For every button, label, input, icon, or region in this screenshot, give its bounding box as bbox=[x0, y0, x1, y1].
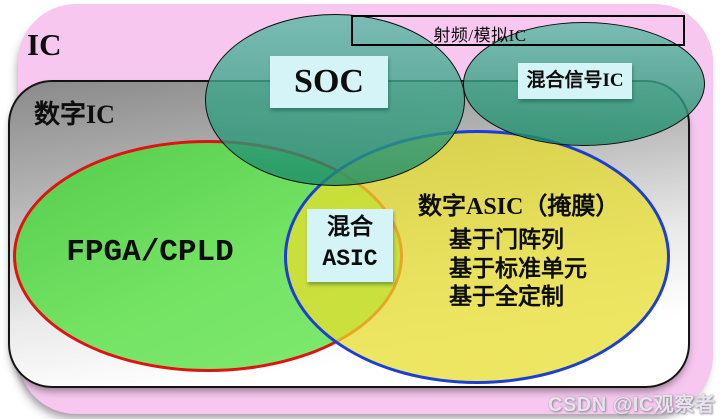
mixed-asic-label-line2: ASIC bbox=[322, 246, 378, 272]
fpga-cpld-label: FPGA/CPLD bbox=[66, 235, 234, 270]
asic-item-standard-cell: 基于标准单元 bbox=[449, 255, 587, 281]
soc-label-box: SOC bbox=[270, 56, 388, 108]
soc-label: SOC bbox=[294, 63, 364, 100]
asic-item-full-custom: 基于全定制 bbox=[449, 284, 564, 309]
digital-asic-text-block: 数字ASIC（掩膜） 基于门阵列 基于标准单元 基于全定制 bbox=[418, 192, 619, 312]
digital-asic-title: 数字ASIC（掩膜） bbox=[418, 194, 620, 220]
mixed-signal-label: 混合信号IC bbox=[526, 70, 624, 91]
mixed-asic-label-line1: 混合 bbox=[327, 214, 373, 239]
rf-analog-label: 射频/模拟IC bbox=[433, 26, 527, 45]
csdn-watermark: CSDN @IC观察者 bbox=[548, 394, 716, 416]
ic-region-label: IC bbox=[27, 27, 62, 62]
mixed-signal-label-box: 混合信号IC bbox=[518, 63, 632, 99]
digital-ic-region-label: 数字IC bbox=[34, 100, 115, 129]
digital-asic-items: 基于门阵列 基于标准单元 基于全定制 bbox=[418, 226, 619, 312]
mixed-asic-label-box: 混合 ASIC bbox=[307, 209, 393, 282]
asic-item-gate-array: 基于门阵列 bbox=[449, 227, 564, 252]
rf-analog-outline-rect bbox=[351, 15, 685, 46]
